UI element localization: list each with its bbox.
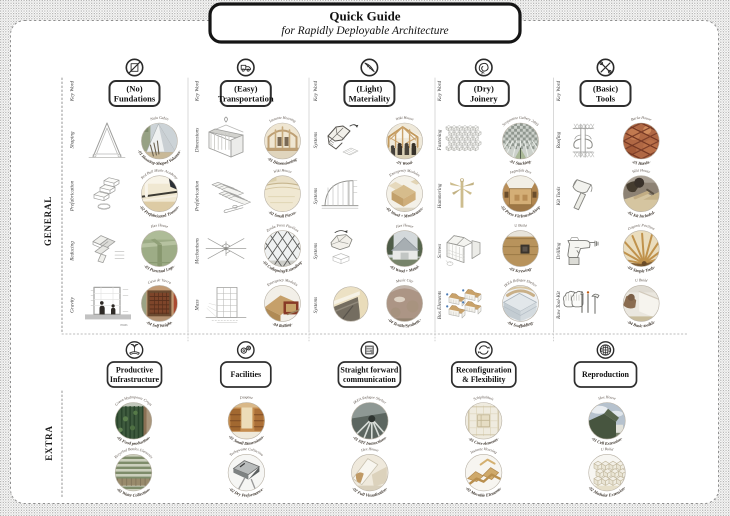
svg-text:Prefabrication: Prefabrication <box>69 180 76 212</box>
svg-text:communication: communication <box>343 375 396 384</box>
svg-text:Key Word: Key Word <box>556 80 562 102</box>
svg-text:Hex House: Hex House <box>395 223 415 229</box>
svg-text:Box Elements: Box Elements <box>437 291 443 319</box>
svg-text:-04 Basic toolkit-: -04 Basic toolkit- <box>626 319 656 328</box>
svg-text:Joinery: Joinery <box>470 93 498 103</box>
svg-text:-01 Wood-: -01 Wood- <box>395 159 414 166</box>
svg-text:(Light): (Light) <box>357 84 383 94</box>
svg-text:Hex House: Hex House <box>360 447 380 453</box>
svg-text:Wiki House: Wiki House <box>273 168 292 174</box>
svg-text:Prefabrication: Prefabrication <box>194 180 201 212</box>
svg-text:Reproduction: Reproduction <box>582 370 630 379</box>
svg-text:Systems: Systems <box>313 188 319 204</box>
svg-text:Dimensions: Dimensions <box>195 128 201 154</box>
svg-text:-02 Kit Included-: -02 Kit Included- <box>626 209 656 218</box>
svg-text:Drilling: Drilling <box>556 242 562 260</box>
svg-text:EXTRA: EXTRA <box>44 425 54 461</box>
svg-text:Fundations: Fundations <box>114 93 156 103</box>
svg-text:(Easy): (Easy) <box>234 84 258 94</box>
svg-text:-04 Rolling-: -04 Rolling- <box>272 321 294 328</box>
svg-text:(No): (No) <box>126 84 142 94</box>
svg-text:Wiki House: Wiki House <box>395 116 414 122</box>
svg-text:-03 Simple Tools-: -03 Simple Tools- <box>626 264 657 274</box>
svg-text:Wiki House: Wiki House <box>632 168 651 174</box>
svg-text:Fastening: Fastening <box>437 129 443 151</box>
svg-text:Infrastructure: Infrastructure <box>110 375 160 384</box>
svg-text:Diogene: Diogene <box>238 395 253 400</box>
svg-text:Hex House: Hex House <box>149 223 169 229</box>
svg-text:Straight forward: Straight forward <box>340 366 399 375</box>
svg-text:Productive: Productive <box>116 366 154 375</box>
svg-text:mass: mass <box>120 323 128 327</box>
svg-text:for Rapidly Deployable Archit: for Rapidly Deployable Architecture <box>281 25 448 37</box>
svg-text:Mass: Mass <box>195 300 201 312</box>
svg-text:GENERAL: GENERAL <box>43 196 53 246</box>
svg-text:-02 Small Pieces-: -02 Small Pieces- <box>267 209 298 219</box>
svg-text:Key Word: Key Word <box>70 80 76 102</box>
svg-text:(Dry): (Dry) <box>474 84 494 94</box>
svg-text:-01 Stacking-: -01 Stacking- <box>509 158 533 166</box>
svg-text:(Basic): (Basic) <box>593 84 618 94</box>
svg-text:Hex House: Hex House <box>597 395 617 401</box>
svg-text:Schipholhuis: Schipholhuis <box>473 395 495 401</box>
svg-text:Tools: Tools <box>596 93 616 103</box>
svg-text:Roofing: Roofing <box>555 131 562 149</box>
svg-text:Systems: Systems <box>313 132 319 148</box>
svg-text:U Build: U Build <box>635 278 648 283</box>
svg-text:Transportation: Transportation <box>218 93 274 103</box>
svg-text:Reducing: Reducing <box>70 241 76 262</box>
svg-text:Facilities: Facilities <box>230 370 261 379</box>
svg-text:Materiality: Materiality <box>349 93 391 103</box>
svg-text:Screws: Screws <box>437 244 443 259</box>
svg-text:-03 Screwing-: -03 Screwing- <box>508 265 533 273</box>
svg-text:-04 Self Weight-: -04 Self Weight- <box>145 319 174 328</box>
svg-text:Key Word: Key Word <box>313 80 319 102</box>
svg-text:Casa de Tierra: Casa de Tierra <box>147 278 172 285</box>
svg-text:Key Word: Key Word <box>437 80 443 102</box>
svg-text:Kit Tools: Kit Tools <box>556 187 562 207</box>
svg-text:Quick Guide: Quick Guide <box>329 9 400 24</box>
svg-text:Raw Tool-Kit: Raw Tool-Kit <box>556 291 562 320</box>
svg-text:Systems: Systems <box>313 243 319 259</box>
svg-text:Nalu Cabin: Nalu Cabin <box>149 116 169 122</box>
svg-text:Organic Pavilion: Organic Pavilion <box>627 223 655 231</box>
svg-text:Hammering: Hammering <box>437 183 443 209</box>
svg-text:U Build: U Build <box>514 223 527 228</box>
svg-text:Jagnefalt Box: Jagnefalt Box <box>509 168 532 175</box>
svg-text:Shaping: Shaping <box>70 131 76 148</box>
svg-text:Reconfiguration: Reconfiguration <box>456 366 512 375</box>
svg-text:Systems: Systems <box>313 297 319 313</box>
svg-text:Instante Housing: Instante Housing <box>469 447 498 455</box>
svg-text:& Flexibility: & Flexibility <box>462 375 505 384</box>
svg-text:Gravity: Gravity <box>70 296 76 313</box>
svg-text:-01 Hands-: -01 Hands- <box>631 159 652 166</box>
svg-text:-03 Wood + Metal-: -03 Wood + Metal- <box>389 263 421 273</box>
svg-text:U Build: U Build <box>601 447 614 452</box>
svg-text:Key Word: Key Word <box>195 80 201 102</box>
svg-text:Music City: Music City <box>395 278 414 284</box>
svg-text:Mechanisms: Mechanisms <box>195 238 201 265</box>
svg-text:Barke House: Barke House <box>630 116 652 122</box>
svg-text:-04 Scaffolding-: -04 Scaffolding- <box>506 319 535 328</box>
